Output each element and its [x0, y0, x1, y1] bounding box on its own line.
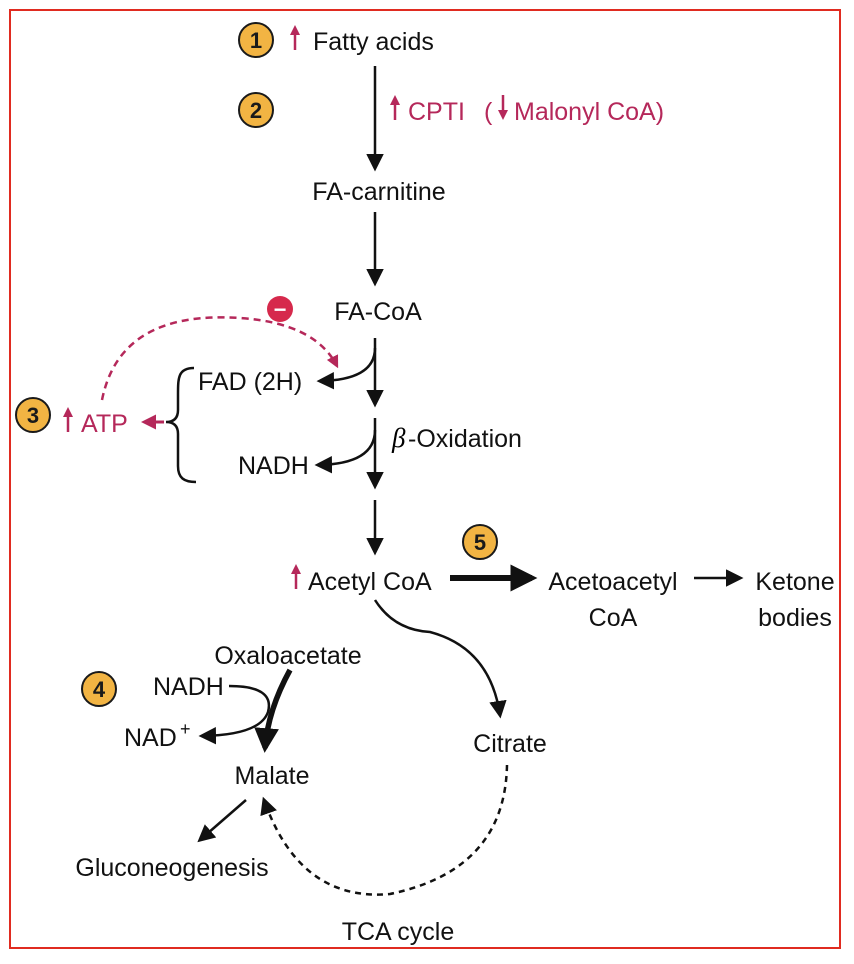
tca-cycle-path: [260, 764, 509, 896]
label-cpt: CPTI: [408, 98, 465, 126]
up-arrow-icon: [291, 564, 301, 589]
svg-text:−: −: [274, 297, 287, 322]
label-fa-carnitine: FA-carnitine: [312, 178, 445, 206]
step-badge-5: 5: [462, 524, 498, 560]
label-fad-2h: FAD (2H): [198, 368, 302, 396]
arrow-malate-to-gluconeogenesis: [197, 799, 247, 843]
label-malonyl-open: (: [484, 98, 493, 126]
label-fa-coa: FA-CoA: [334, 298, 422, 326]
label-beta-oxidation: -Oxidation: [408, 425, 522, 453]
down-arrow-icon: [498, 95, 508, 120]
label-acetoacetyl-line2: CoA: [589, 604, 638, 632]
arrow-oxaloacetate-to-malate: [254, 668, 293, 753]
label-beta-symbol: β: [391, 423, 406, 453]
label-nad-plus: NAD: [124, 724, 177, 752]
label-malonyl-coa: Malonyl CoA): [514, 98, 664, 126]
label-ketone-line1: Ketone: [755, 568, 834, 596]
svg-text:4: 4: [93, 677, 106, 702]
label-gluconeogenesis: Gluconeogenesis: [75, 854, 268, 882]
label-nad-superscript: +: [180, 719, 191, 739]
arrow-nadh-to-nad: [198, 684, 271, 745]
svg-text:2: 2: [250, 98, 262, 123]
step-badge-1: 1: [238, 22, 274, 58]
up-arrow-icon: [290, 25, 300, 50]
label-malate: Malate: [234, 762, 309, 790]
label-ketone-line2: bodies: [758, 604, 832, 632]
svg-text:5: 5: [474, 530, 486, 555]
arrow-acetyl-coa-to-citrate: [373, 599, 507, 719]
label-acetoacetyl-line1: Acetoacetyl: [548, 568, 677, 596]
label-nadh-beta: NADH: [238, 452, 309, 480]
svg-text:3: 3: [27, 403, 39, 428]
inhibition-icon: −: [267, 296, 293, 322]
diagram-frame: [9, 9, 841, 949]
label-fatty-acids: Fatty acids: [313, 28, 434, 56]
label-atp: ATP: [81, 410, 128, 438]
up-arrow-icon: [63, 407, 73, 432]
label-acetyl-coa: Acetyl CoA: [308, 568, 432, 596]
atp-inhibition-feedback: [100, 316, 339, 401]
step-badge-4: 4: [81, 671, 117, 707]
svg-text:1: 1: [250, 28, 262, 53]
step-badge-3: 3: [15, 397, 51, 433]
label-oxaloacetate: Oxaloacetate: [214, 642, 361, 670]
arrow-to-nadh-beta: [314, 429, 377, 474]
label-tca-cycle: TCA cycle: [342, 918, 455, 946]
step-badge-2: 2: [238, 92, 274, 128]
label-citrate: Citrate: [473, 730, 547, 758]
brace: [165, 366, 197, 484]
arrow-to-fad: [316, 347, 377, 390]
up-arrow-icon: [390, 95, 400, 120]
label-nadh-malate: NADH: [153, 673, 224, 701]
